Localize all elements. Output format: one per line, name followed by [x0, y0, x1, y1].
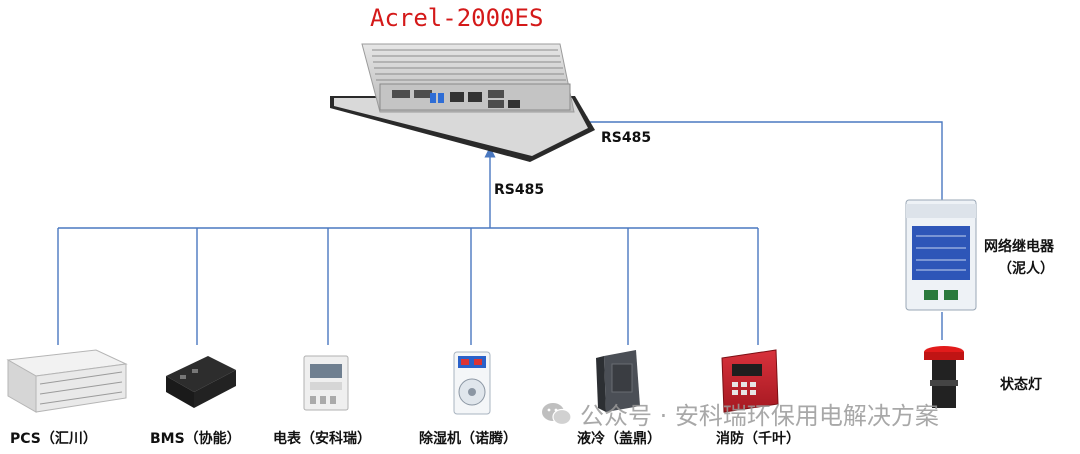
status-light-label: 状态灯	[1000, 377, 1042, 393]
status-light-device	[924, 346, 964, 408]
meter-device	[303, 355, 349, 411]
bus-lines	[57, 116, 943, 345]
liquid-cooling-device	[596, 350, 640, 412]
relay-label-line2: （泥人）	[998, 261, 1054, 277]
bms-device	[166, 356, 236, 408]
network-relay-device	[905, 199, 977, 311]
diagram-title: Acrel-2000ES	[370, 4, 544, 32]
device-label-pcs: PCS（汇川）	[10, 431, 97, 447]
device-label-liquid-cooling: 液冷（盖鼎）	[577, 431, 661, 447]
device-label-meter: 电表（安科瑞）	[273, 431, 371, 447]
watermark: 公众号 · 安科瑞环保用电解决方案	[540, 396, 939, 431]
relay-link	[576, 116, 943, 200]
controller-device	[330, 43, 595, 162]
pcs-device	[6, 349, 128, 413]
relay-label-line1: 网络继电器	[984, 239, 1054, 255]
device-label-fire: 消防（千叶）	[716, 431, 800, 447]
relay-protocol-label: RS485	[601, 130, 651, 146]
device-label-dehumidifier: 除湿机（诺腾）	[419, 431, 517, 447]
dehumidifier-device	[453, 351, 491, 415]
bus-protocol-label: RS485	[494, 182, 544, 198]
watermark-text: 公众号 · 安科瑞环保用电解决方案	[580, 402, 939, 430]
wechat-icon	[542, 402, 572, 425]
device-label-bms: BMS（协能）	[150, 431, 241, 447]
fire-device	[721, 349, 779, 413]
